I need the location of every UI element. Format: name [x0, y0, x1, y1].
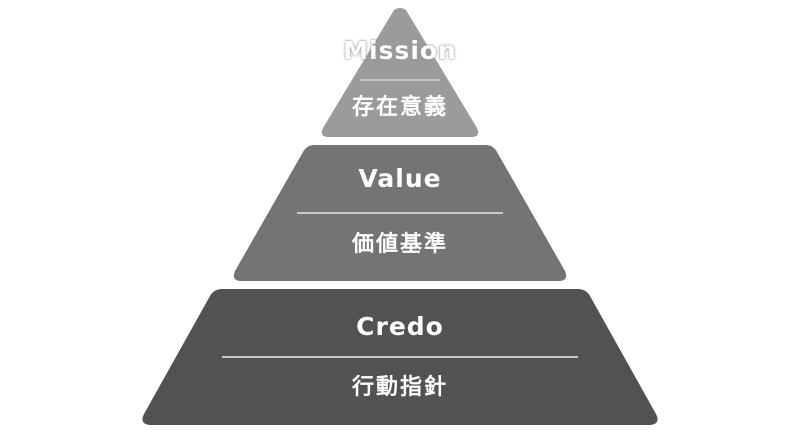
mission-subtitle: 存在意義	[351, 95, 448, 120]
value-title: Value	[358, 164, 442, 193]
credo-subtitle: 行動指針	[351, 375, 448, 400]
mission-title: Mission	[343, 36, 457, 65]
credo-title: Credo	[356, 312, 444, 341]
value-subtitle: 価値基準	[351, 232, 448, 257]
mission-trapezoid	[321, 8, 479, 137]
